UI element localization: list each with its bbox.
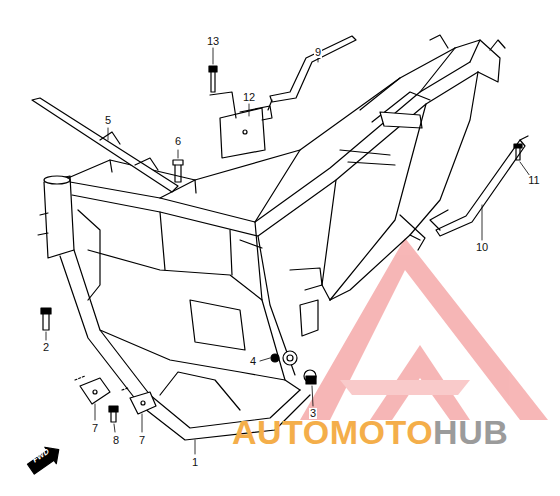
rear-subframe	[305, 72, 478, 300]
callout-number: 7	[91, 423, 99, 434]
callout-number: 4	[249, 356, 257, 367]
callout-number: 12	[242, 92, 256, 103]
nut	[271, 354, 279, 362]
callout-number: 9	[314, 47, 322, 58]
bracket-plate	[209, 66, 272, 158]
callout-number: 2	[42, 342, 50, 353]
callout-number: 5	[104, 115, 112, 126]
callout-number: 6	[174, 136, 182, 147]
rear-bracket	[430, 136, 528, 236]
callout-number: 10	[475, 242, 489, 253]
callout-number: 13	[206, 36, 220, 47]
down-tubes	[60, 210, 322, 440]
steering-head	[38, 176, 74, 258]
bolt	[173, 160, 183, 182]
leader-lines	[46, 48, 530, 454]
brace-bar	[32, 98, 178, 192]
forward-arrow	[25, 441, 64, 477]
watermark: AUTOMOTO	[232, 415, 433, 449]
seat-rails	[340, 35, 505, 165]
main-rails	[68, 48, 478, 236]
mount-plate	[75, 376, 156, 422]
callout-number: 8	[112, 435, 120, 446]
bolt	[306, 376, 316, 384]
callout-number: 11	[527, 175, 540, 186]
strap	[268, 36, 356, 110]
watermark: HUB	[433, 415, 508, 449]
callout-number: 1	[191, 457, 199, 468]
callout-number: 7	[138, 435, 146, 446]
watermark-logo	[300, 238, 548, 420]
bolt	[41, 308, 51, 330]
